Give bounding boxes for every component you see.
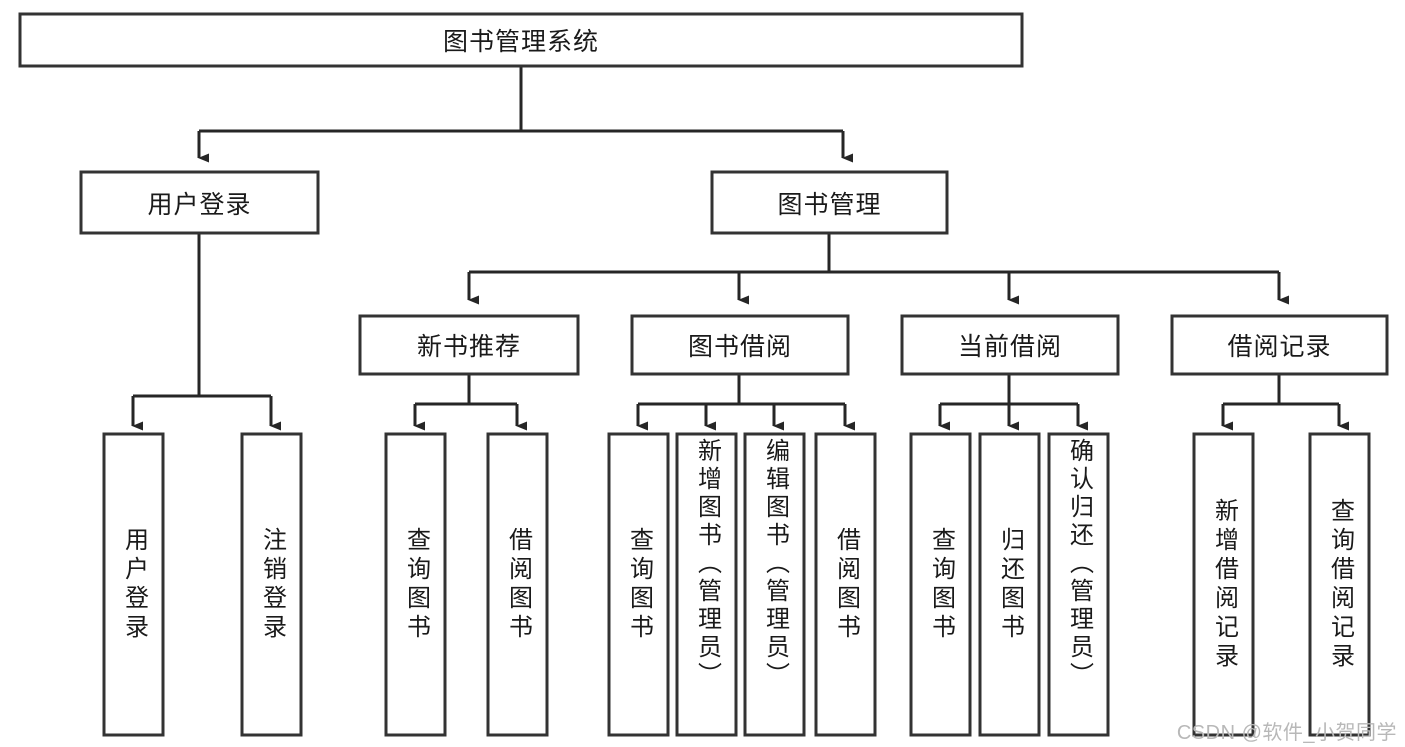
node-leaf-query-book-1[interactable] [384,432,447,737]
node-borrow-record[interactable] [1170,314,1389,376]
connector-borrowrecord-to-leaves [1221,374,1349,431]
node-leaf-user-login[interactable] [102,432,165,737]
node-book-manage[interactable] [710,170,949,235]
node-leaf-query-record[interactable] [1308,432,1371,737]
node-leaf-return-book[interactable] [978,432,1041,737]
node-leaf-borrow-book-2[interactable] [814,432,877,737]
node-leaf-confirm-return[interactable] [1047,432,1110,737]
connector-bookmanage-to-level3 [467,233,1289,305]
connector-root-to-level2 [197,66,853,163]
connector-bookborrow-to-leaves [636,374,855,431]
node-new-book-rec[interactable] [358,314,580,376]
node-root[interactable] [18,12,1024,68]
connector-newbook-to-leaves [413,374,527,431]
node-leaf-logout[interactable] [240,432,303,737]
node-leaf-borrow-book-1[interactable] [486,432,549,737]
node-book-borrow[interactable] [630,314,850,376]
node-leaf-add-book[interactable] [675,432,738,737]
node-leaf-edit-book[interactable] [743,432,806,737]
node-leaf-add-record[interactable] [1192,432,1255,737]
connector-currentborrow-to-leaves [938,374,1088,431]
connector-userlogin-to-leaves [131,233,281,431]
node-current-borrow[interactable] [900,314,1120,376]
node-leaf-query-book-3[interactable] [909,432,972,737]
node-leaf-query-book-2[interactable] [607,432,670,737]
node-user-login[interactable] [79,170,320,235]
